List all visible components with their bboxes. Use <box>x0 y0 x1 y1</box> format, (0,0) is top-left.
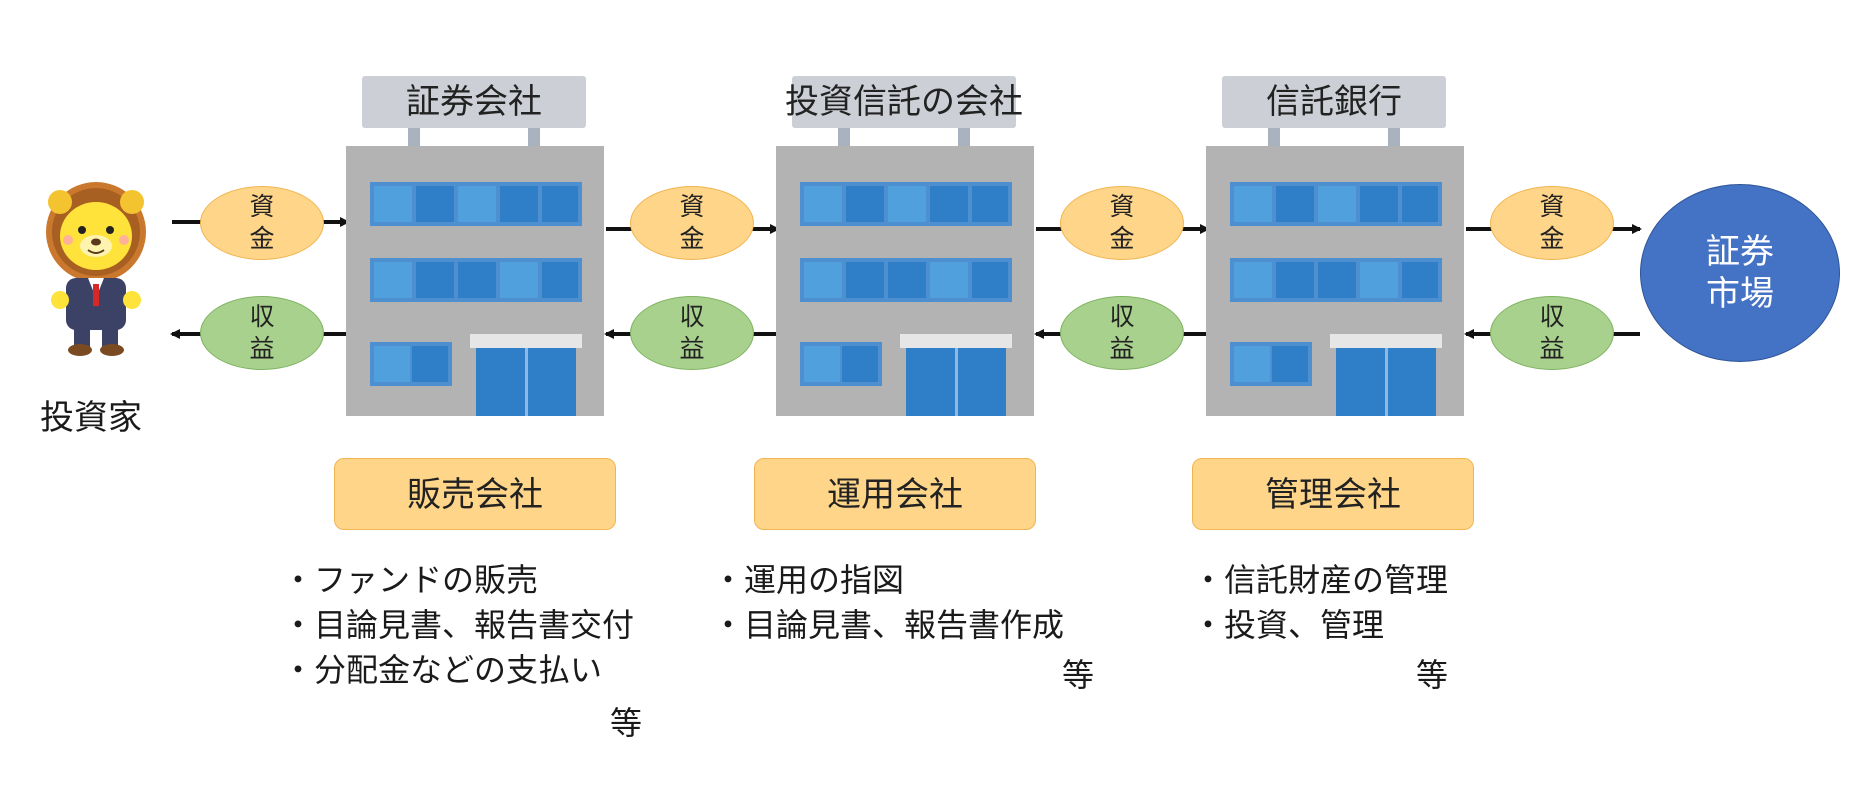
returns-bubble: 収益 <box>200 296 324 370</box>
returns-bubble: 収益 <box>1490 296 1614 370</box>
office-building-icon <box>1206 146 1464 416</box>
roof-sign <box>362 76 586 128</box>
duty-item: ・目論見書、報告書作成 <box>712 606 1065 644</box>
etc-label: 等 <box>610 704 643 742</box>
duties-list: ・ファンドの販売 ・目論見書、報告書交付 ・分配金などの支払い <box>282 558 634 693</box>
securities-market: 証券市場 <box>1640 184 1840 362</box>
company-sign: 信託銀行 <box>1266 82 1402 122</box>
funds-bubble: 資金 <box>200 186 324 260</box>
role-box: 管理会社 <box>1192 458 1474 530</box>
returns-bubble: 収益 <box>1060 296 1184 370</box>
duty-item: ・信託財産の管理 <box>1192 561 1449 599</box>
investor-label: 投資家 <box>40 398 142 438</box>
returns-bubble: 収益 <box>630 296 754 370</box>
role-box: 販売会社 <box>334 458 616 530</box>
funds-bubble: 資金 <box>1060 186 1184 260</box>
duty-item: ・ファンドの販売 <box>282 561 539 599</box>
roof-sign <box>1222 76 1446 128</box>
company-sign: 証券会社 <box>406 82 542 122</box>
etc-label: 等 <box>1062 656 1095 694</box>
roof-sign <box>792 76 1016 128</box>
company-sign: 投資信託の会社 <box>785 82 1023 122</box>
office-building-icon <box>776 146 1034 416</box>
office-building-icon <box>346 146 604 416</box>
duty-item: ・投資、管理 <box>1192 606 1385 644</box>
duty-item: ・分配金などの支払い <box>282 651 603 689</box>
duties-list: ・運用の指図 ・目論見書、報告書作成 <box>712 558 1064 648</box>
funds-bubble: 資金 <box>1490 186 1614 260</box>
funds-bubble: 資金 <box>630 186 754 260</box>
duties-list: ・信託財産の管理 ・投資、管理 <box>1192 558 1448 648</box>
lion-investor-icon <box>46 182 146 356</box>
etc-label: 等 <box>1416 656 1449 694</box>
duty-item: ・目論見書、報告書交付 <box>282 606 635 644</box>
duty-item: ・運用の指図 <box>712 561 905 599</box>
role-box: 運用会社 <box>754 458 1036 530</box>
